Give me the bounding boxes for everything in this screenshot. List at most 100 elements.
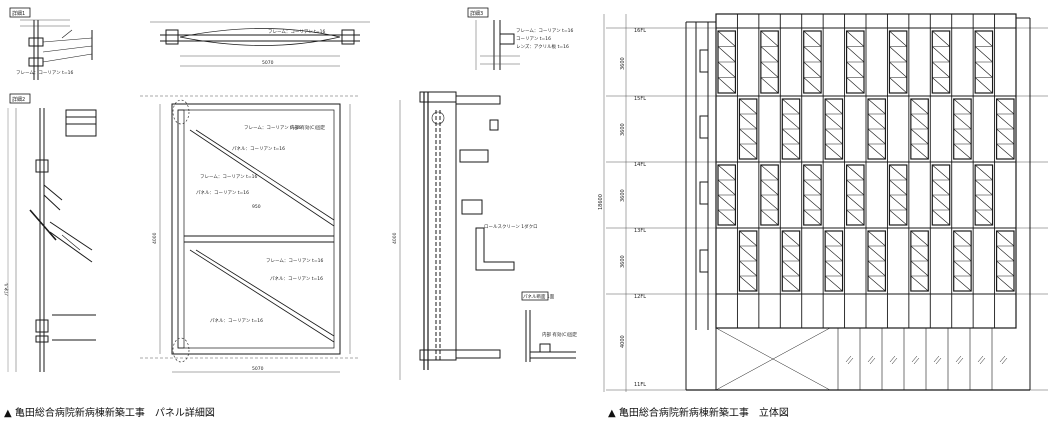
panel-hatch xyxy=(782,230,800,247)
panel-dim-vertical: 4000 xyxy=(152,232,158,244)
panel-hatch xyxy=(889,61,908,78)
panel-hatch xyxy=(846,61,865,78)
panel-section-label: 内部 有効(C)固定 xyxy=(542,331,578,338)
panel-hatch xyxy=(760,194,779,211)
panel-hatch xyxy=(824,260,843,277)
panel-hatch xyxy=(824,113,843,130)
elevation-labels: 16FL 15FL 14FL 13FL 12FL 11FL 3600 3600 … xyxy=(598,28,646,388)
panel-hatch xyxy=(953,260,972,277)
panel-hatch xyxy=(910,230,929,247)
panel-hatch xyxy=(974,179,993,196)
panel-hatch xyxy=(846,77,865,94)
panel-hatch xyxy=(867,128,886,145)
glass-mark xyxy=(1001,357,1008,365)
floor-dim: 4000 xyxy=(620,335,626,348)
panel-hatch xyxy=(974,164,993,181)
panel-hatch xyxy=(824,245,843,262)
panel-hatch xyxy=(953,143,972,160)
panel-hatch xyxy=(717,164,736,181)
panel-hatch xyxy=(760,46,779,63)
detail-3-dim-label: コーリアン t=16 xyxy=(516,36,551,42)
panel-hatch xyxy=(974,61,993,78)
panel-hatch xyxy=(953,275,972,292)
panel-hatch xyxy=(974,46,993,63)
panel-label-2: パネル：コーリアン t=16 xyxy=(196,190,249,196)
caption-left: ▲ 亀田総合病院新病棟新築工事 パネル詳細図 xyxy=(4,408,215,419)
caption-right: ▲ 亀田総合病院新病棟新築工事 立体図 xyxy=(608,408,789,419)
detail-2-section: パネル xyxy=(4,108,97,372)
floor-dim: 3600 xyxy=(620,123,626,136)
glass-mark xyxy=(913,357,920,365)
detail-tag-3-text: 詳細3 xyxy=(470,10,483,17)
panel-hatch xyxy=(932,46,950,63)
glass-mark xyxy=(889,355,896,363)
panel-hatch xyxy=(803,30,822,47)
panel-hatch xyxy=(760,61,779,78)
total-dim: 18600 xyxy=(598,194,604,210)
wall-section-dim: 4000 xyxy=(392,232,398,244)
panel-hatch xyxy=(910,245,929,262)
panel-hatch xyxy=(974,194,993,211)
panel-hatch xyxy=(803,77,822,94)
glass-mark xyxy=(891,357,898,365)
panel-hatch xyxy=(996,113,1015,130)
panel-hatch xyxy=(782,98,800,115)
panel-hatch xyxy=(953,113,972,130)
level-label: 11FL xyxy=(634,382,646,388)
panel-frame-label-top: フレーム：コーリアン t=16 xyxy=(244,125,302,131)
detail-1-plan: フレーム：コーリアン t=16 xyxy=(16,19,93,80)
panel-dim-total: 5070 xyxy=(252,366,264,372)
panel-hatch xyxy=(824,128,843,145)
panel-frame-label-low: フレーム：コーリアン t=16 xyxy=(266,258,324,264)
panel-hatch xyxy=(996,245,1015,262)
panel-label-4: パネル：コーリアン t=16 xyxy=(210,318,263,324)
panel-hatch xyxy=(910,128,929,145)
panel-hatch xyxy=(782,260,800,277)
panel-hatch xyxy=(824,275,843,292)
panel-hatch xyxy=(782,128,800,145)
panel-elevation: フレーム：コーリアン t=16 内部 有効(C)固定 パネル：コーリアン t=1… xyxy=(140,95,360,373)
panel-hatch xyxy=(739,143,758,160)
detail-3-frame-label: フレーム：コーリアン t=16 xyxy=(516,28,574,34)
panel-hatch xyxy=(824,98,843,115)
glass-mark xyxy=(867,355,874,363)
panel-hatch xyxy=(867,143,886,160)
panel-hatch xyxy=(932,30,950,47)
panel-dim-span: 950 xyxy=(252,204,261,210)
panel-hatch xyxy=(932,77,950,94)
panel-hatch xyxy=(717,30,736,47)
panel-hatch xyxy=(910,260,929,277)
panel-hatch xyxy=(824,143,843,160)
detail-1-frame-label: フレーム：コーリアン t=16 xyxy=(16,70,74,76)
panel-hatch xyxy=(996,128,1015,145)
glass-mark xyxy=(933,355,940,363)
panel-hatch xyxy=(717,194,736,211)
panel-hatch xyxy=(803,164,822,181)
panel-hatch xyxy=(803,179,822,196)
panel-hatch xyxy=(760,164,779,181)
detail-3: フレーム：コーリアン t=16 コーリアン t=16 レンズ：アクリル板 t=1… xyxy=(475,20,574,70)
glass-mark xyxy=(955,355,962,363)
panel-hatch xyxy=(739,128,758,145)
panel-hatch xyxy=(974,30,993,47)
panel-hatch xyxy=(932,209,950,226)
building-elevation xyxy=(603,13,1048,392)
panel-hatch xyxy=(760,209,779,226)
glass-mark xyxy=(845,355,852,363)
panel-hatch xyxy=(803,209,822,226)
panel-hatch xyxy=(824,230,843,247)
glass-mark xyxy=(999,355,1006,363)
detail-tag-1: 詳細1 xyxy=(9,7,31,18)
panel-hatch xyxy=(974,209,993,226)
detail-tag-2-text: 詳細2 xyxy=(12,96,25,103)
panel-hatch xyxy=(889,30,908,47)
wall-section: ロールスクリーン 1ダクロ 4000 xyxy=(392,91,538,380)
panel-hatch xyxy=(760,77,779,94)
plan-dim-total: 5070 xyxy=(262,60,274,66)
panel-hatch xyxy=(910,98,929,115)
panel-hatch xyxy=(846,30,865,47)
panel-hatch xyxy=(889,164,908,181)
panel-hatch xyxy=(867,230,886,247)
panel-hatch xyxy=(974,77,993,94)
panel-hatch xyxy=(996,230,1015,247)
